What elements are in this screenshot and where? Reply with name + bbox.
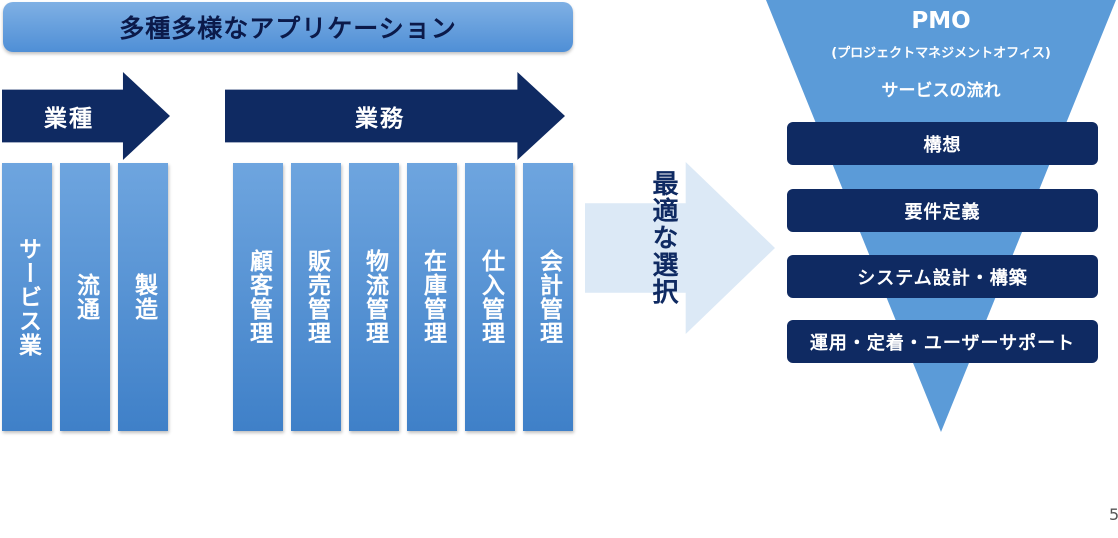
business-item-label: 販売管理 xyxy=(303,249,330,345)
business-column-logistics: 物流管理 xyxy=(349,163,399,431)
pmo-step-label: 運用・定着・ユーザーサポート xyxy=(809,332,1076,354)
industry-item-label: 製造 xyxy=(130,273,157,321)
pmo-title: PMO xyxy=(911,8,971,34)
industry-column-distribution: 流通 xyxy=(60,163,110,431)
pmo-step-system-design: システム設計・構築 xyxy=(787,255,1098,298)
pmo-step-label: システム設計・構築 xyxy=(857,267,1028,289)
selection-label: 最適な選択 xyxy=(648,170,678,305)
industry-item-label: サービス業 xyxy=(14,237,41,357)
business-item-label: 顧客管理 xyxy=(245,249,272,345)
industry-label: 業種 xyxy=(44,106,94,132)
pmo-step-label: 構想 xyxy=(923,134,962,156)
pmo-step-operation-support: 運用・定着・ユーザーサポート xyxy=(787,320,1098,363)
business-item-label: 物流管理 xyxy=(361,249,388,345)
business-item-label: 在庫管理 xyxy=(419,249,446,345)
pmo-step-concept: 構想 xyxy=(787,122,1098,165)
industry-column-service: サービス業 xyxy=(2,163,52,431)
business-column-accounting: 会計管理 xyxy=(523,163,573,431)
pmo-flow-label: サービスの流れ xyxy=(881,81,1001,101)
applications-title-banner: 多種多様なアプリケーション xyxy=(3,2,573,52)
business-column-sales: 販売管理 xyxy=(291,163,341,431)
pmo-subtitle: (プロジェクトマネジメントオフィス) xyxy=(831,46,1051,61)
business-arrow: 業務 xyxy=(225,72,565,160)
business-item-label: 会計管理 xyxy=(535,249,562,345)
pmo-step-label: 要件定義 xyxy=(904,201,981,223)
business-column-inventory: 在庫管理 xyxy=(407,163,457,431)
industry-item-label: 流通 xyxy=(72,273,99,321)
business-column-customer: 顧客管理 xyxy=(233,163,283,431)
page-number: 5 xyxy=(1109,505,1118,524)
pmo-step-requirements: 要件定義 xyxy=(787,189,1098,232)
applications-title: 多種多様なアプリケーション xyxy=(119,14,457,43)
business-item-label: 仕入管理 xyxy=(477,249,504,345)
business-column-purchasing: 仕入管理 xyxy=(465,163,515,431)
selection-arrow xyxy=(585,162,775,334)
industry-arrow: 業種 xyxy=(2,72,170,160)
industry-column-manufacturing: 製造 xyxy=(118,163,168,431)
business-label: 業務 xyxy=(355,106,405,132)
